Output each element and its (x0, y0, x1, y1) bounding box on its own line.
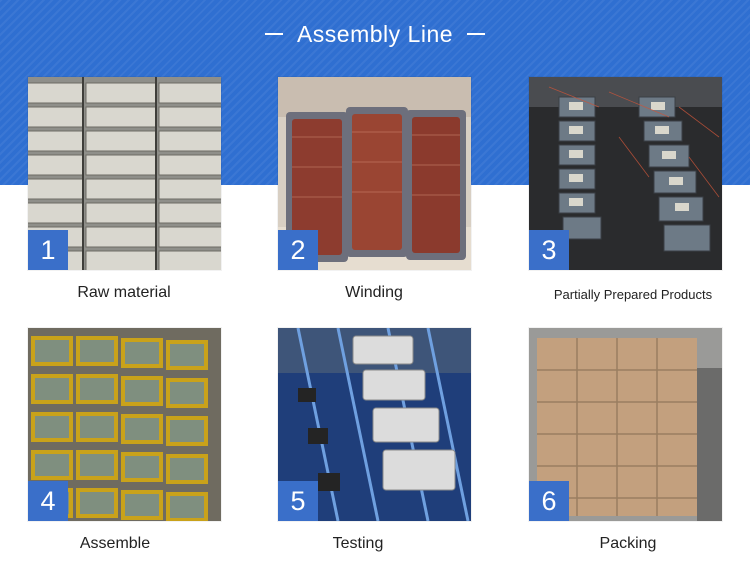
testing-photo (278, 328, 471, 521)
step-card-winding: 2 (278, 77, 471, 270)
title-dash-right (467, 33, 486, 35)
section-header: Assembly Line (0, 14, 750, 54)
step-label-raw-material: Raw material (77, 284, 171, 301)
step-label-testing: Testing (332, 535, 384, 552)
step-label-packing: Packing (599, 535, 657, 552)
step-number-badge: 1 (28, 230, 68, 270)
step-number-badge: 5 (278, 481, 318, 521)
page-title: Assembly Line (296, 20, 454, 47)
partially-prepared-photo (529, 77, 722, 270)
step-label-assemble: Assemble (79, 535, 151, 552)
step-label-partially-prepared: Partially Prepared Products (553, 287, 713, 302)
step-card-packing: 6 (529, 328, 722, 521)
step-card-partially-prepared: 3 (529, 77, 722, 270)
step-number-badge: 3 (529, 230, 569, 270)
step-number-badge: 2 (278, 230, 318, 270)
step-number-badge: 4 (28, 481, 68, 521)
step-card-raw-material: 1 (28, 77, 221, 270)
packing-photo (529, 328, 722, 521)
step-number-badge: 6 (529, 481, 569, 521)
step-label-winding: Winding (345, 284, 403, 301)
step-card-testing: 5 (278, 328, 471, 521)
title-dash-left (264, 33, 283, 35)
winding-photo (278, 77, 471, 270)
step-card-assemble: 4 (28, 328, 221, 521)
